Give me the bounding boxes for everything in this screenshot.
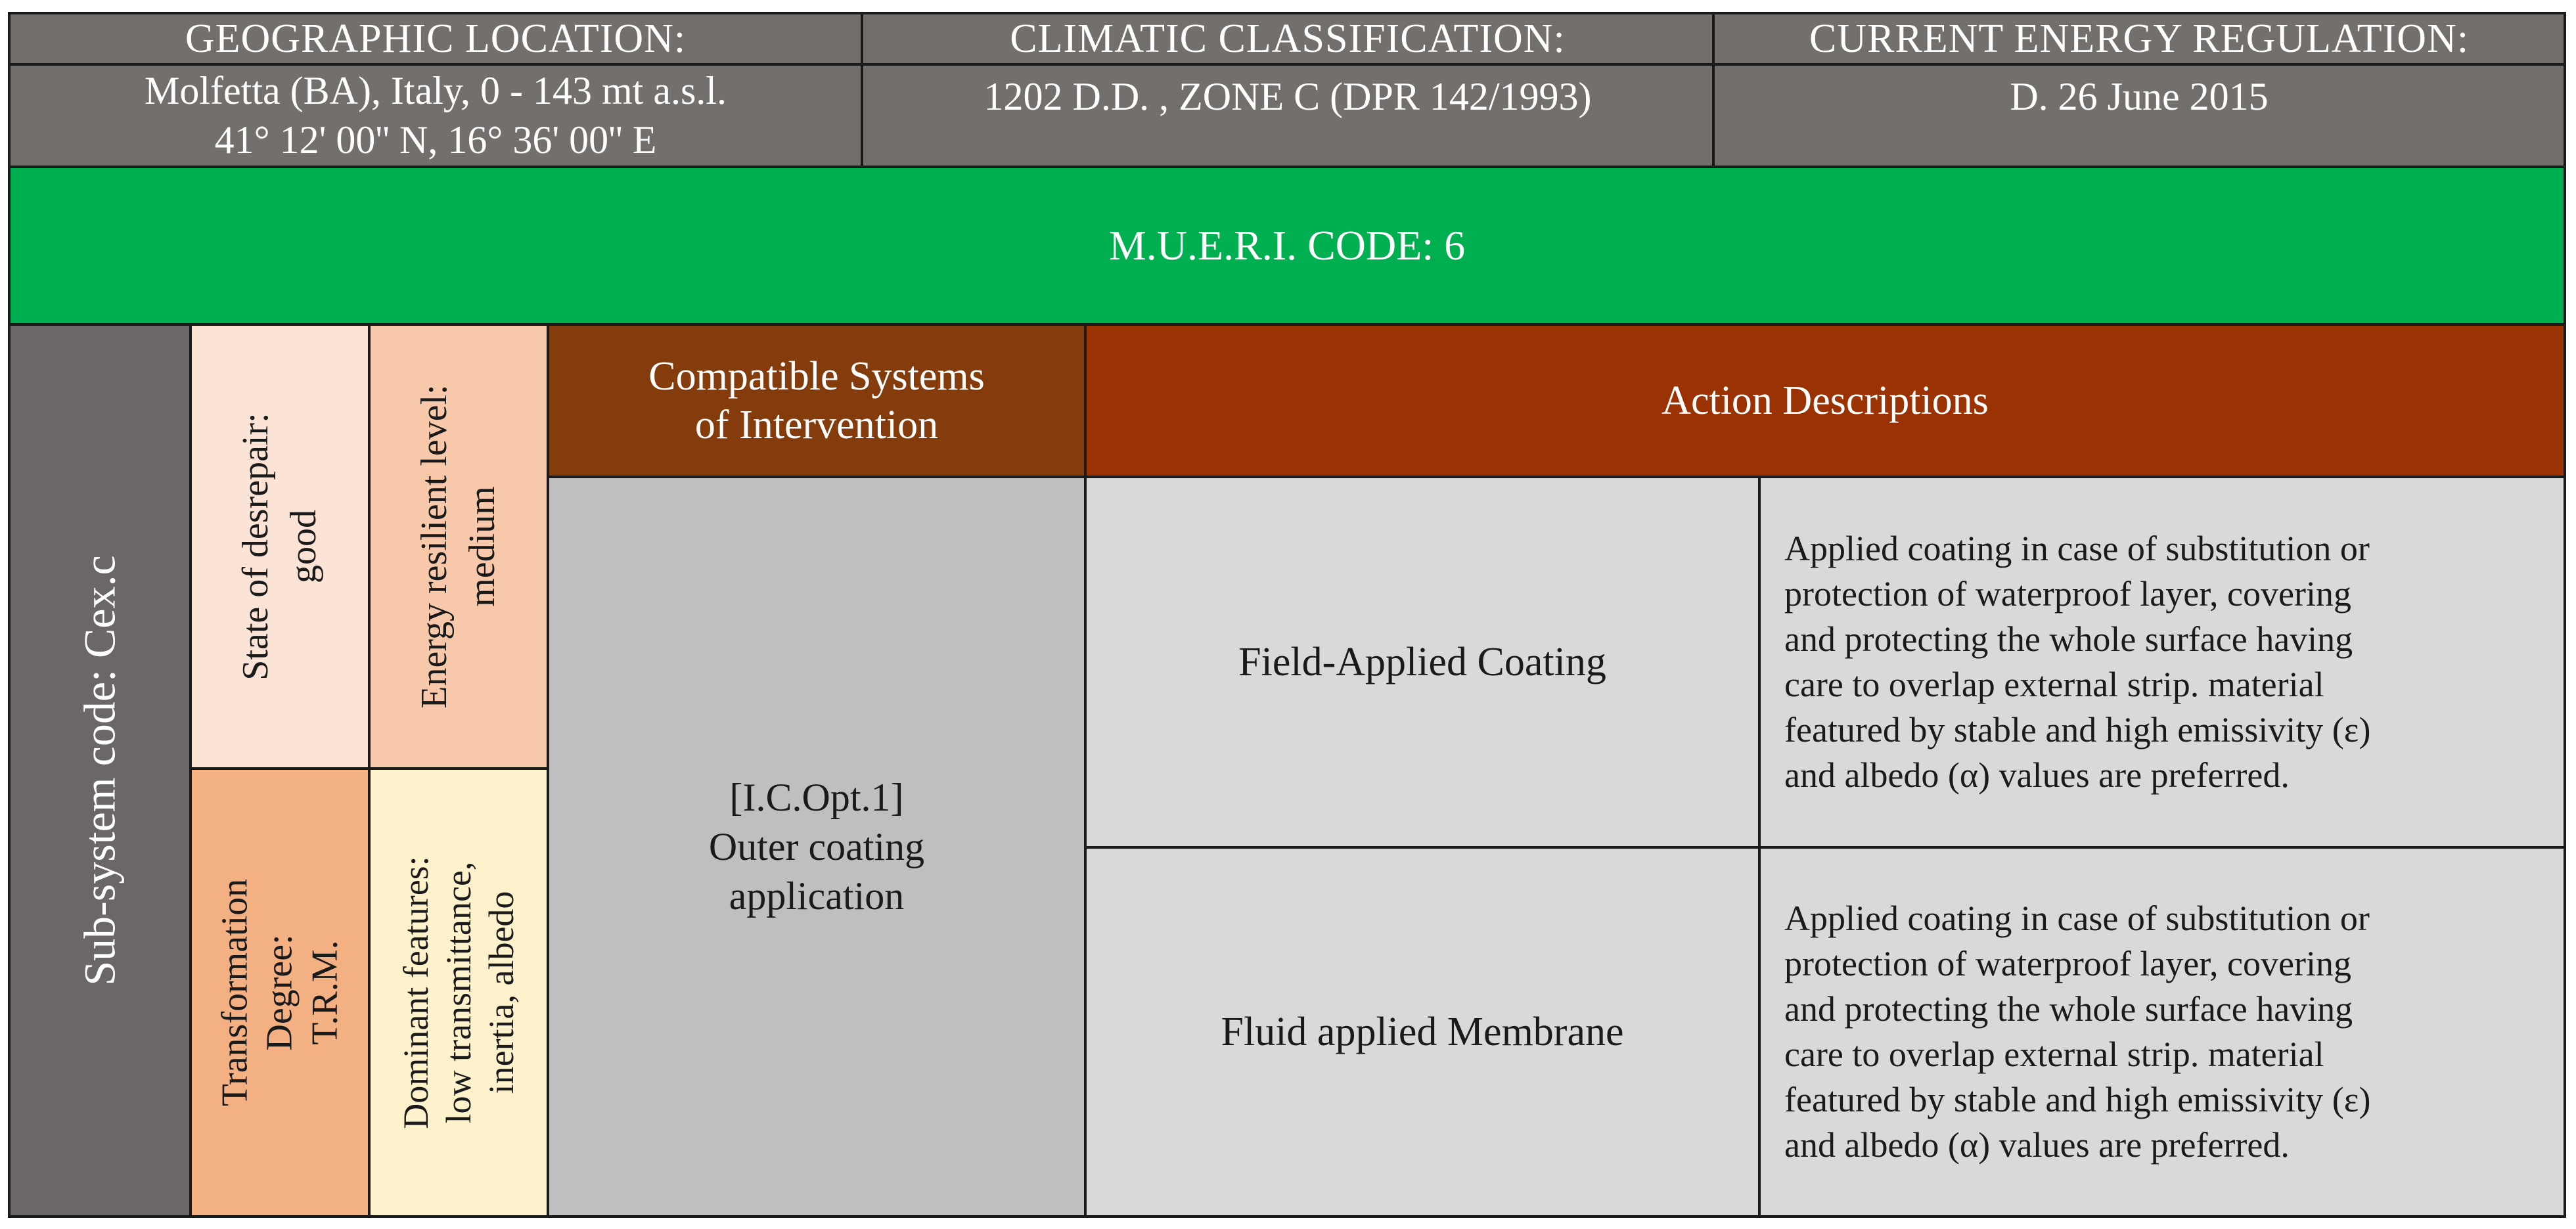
action-1-desc-line3: and protecting the whole surface having	[1784, 619, 2353, 659]
energy-resilient-level-text: Energy resilient level: medium	[411, 384, 507, 708]
compatible-systems-line1: Compatible Systems	[648, 353, 985, 399]
climatic-classification-title: CLIMATIC CLASSIFICATION:	[861, 12, 1715, 66]
subsystem-code-cell: Sub-system code: Cex.c	[8, 323, 192, 1218]
state-of-desrepair-line2: good	[283, 510, 324, 583]
action-descriptions-label: Action Descriptions	[1661, 378, 1989, 423]
geographic-location-title-text: GEOGRAPHIC LOCATION:	[185, 16, 687, 61]
action-1-name-cell: Field-Applied Coating	[1084, 476, 1761, 849]
action-1-desc-line2: protection of waterproof layer, covering	[1784, 573, 2351, 614]
dominant-features-line3: inertia, albedo	[481, 891, 521, 1094]
intervention-option-line2: Outer coating	[708, 824, 925, 868]
action-2-desc-line6: and albedo (α) values are preferred.	[1784, 1125, 2290, 1165]
action-2-desc-line5: featured by stable and high emissivity (…	[1784, 1080, 2371, 1120]
geographic-location-line1: Molfetta (BA), Italy, 0 - 143 mt a.s.l.	[145, 69, 727, 112]
mueri-code-band: M.U.E.R.I. CODE: 6	[8, 166, 2566, 326]
geographic-location-value: Molfetta (BA), Italy, 0 - 143 mt a.s.l. …	[8, 63, 863, 168]
energy-resilient-level-line2: medium	[462, 486, 503, 607]
action-1-desc-line1: Applied coating in case of substitution …	[1784, 528, 2370, 568]
dominant-features-line1: Dominant features:	[395, 856, 436, 1129]
state-of-desrepair-text: State of desrepair: good	[232, 413, 328, 680]
action-1-desc-line5: featured by stable and high emissivity (…	[1784, 710, 2371, 750]
action-2-desc-line4: care to overlap external strip. material	[1784, 1035, 2324, 1074]
climatic-classification-value: 1202 D.D. , ZONE C (DPR 142/1993)	[861, 63, 1715, 168]
compatible-systems-line2: of Intervention	[694, 403, 939, 447]
action-1-name: Field-Applied Coating	[1238, 639, 1606, 684]
action-1-description-cell: Applied coating in case of substitution …	[1758, 476, 2566, 849]
energy-resilient-level-cell: Energy resilient level: medium	[368, 323, 549, 770]
action-1-desc-line6: and albedo (α) values are preferred.	[1784, 755, 2290, 795]
transformation-degree-line1: Transformation	[214, 878, 256, 1107]
energy-regulation-value: D. 26 June 2015	[1712, 63, 2566, 168]
climatic-classification-title-text: CLIMATIC CLASSIFICATION:	[1010, 16, 1566, 61]
action-2-name-cell: Fluid applied Membrane	[1084, 846, 1761, 1218]
intervention-option-code: [I.C.Opt.1]	[729, 775, 904, 819]
action-2-desc-line3: and protecting the whole surface having	[1784, 989, 2353, 1029]
compatible-systems-header: Compatible Systems of Intervention	[547, 323, 1087, 478]
energy-regulation-line1: D. 26 June 2015	[2010, 75, 2269, 118]
dominant-features-text: Dominant features: low transmittance, in…	[395, 856, 522, 1128]
energy-regulation-title-text: CURRENT ENERGY REGULATION:	[1809, 16, 2470, 61]
subsystem-code-label: Sub-system code: Cex.c	[74, 555, 125, 986]
geographic-location-title: GEOGRAPHIC LOCATION:	[8, 12, 863, 66]
dominant-features-line2: low transmittance,	[438, 861, 478, 1124]
action-descriptions-header: Action Descriptions	[1084, 323, 2566, 478]
transformation-degree-line3: T.R.M.	[304, 940, 346, 1045]
transformation-degree-text: Transformation Degree: T.R.M.	[213, 879, 348, 1106]
state-of-desrepair-cell: State of desrepair: good	[189, 323, 371, 770]
transformation-degree-line2: Degree:	[259, 934, 300, 1051]
action-2-description-cell: Applied coating in case of substitution …	[1758, 846, 2566, 1218]
intervention-option-line3: application	[729, 874, 905, 918]
transformation-degree-cell: Transformation Degree: T.R.M.	[189, 767, 371, 1218]
action-2-desc-line1: Applied coating in case of substitution …	[1784, 898, 2370, 938]
mueri-code-label: M.U.E.R.I. CODE: 6	[1108, 222, 1466, 269]
energy-resilient-level-line1: Energy resilient level:	[414, 384, 455, 709]
climatic-classification-line1: 1202 D.D. , ZONE C (DPR 142/1993)	[983, 75, 1592, 118]
intervention-option-cell: [I.C.Opt.1] Outer coating application	[547, 476, 1087, 1218]
state-of-desrepair-line1: State of desrepair:	[235, 413, 277, 681]
action-2-desc-line2: protection of waterproof layer, covering	[1784, 943, 2351, 983]
action-1-desc-line4: care to overlap external strip. material	[1784, 665, 2324, 704]
dominant-features-cell: Dominant features: low transmittance, in…	[368, 767, 549, 1218]
energy-regulation-title: CURRENT ENERGY REGULATION:	[1712, 12, 2566, 66]
geographic-location-line2: 41° 12' 00'' N, 16° 36' 00'' E	[214, 118, 657, 162]
action-2-name: Fluid applied Membrane	[1221, 1009, 1624, 1054]
